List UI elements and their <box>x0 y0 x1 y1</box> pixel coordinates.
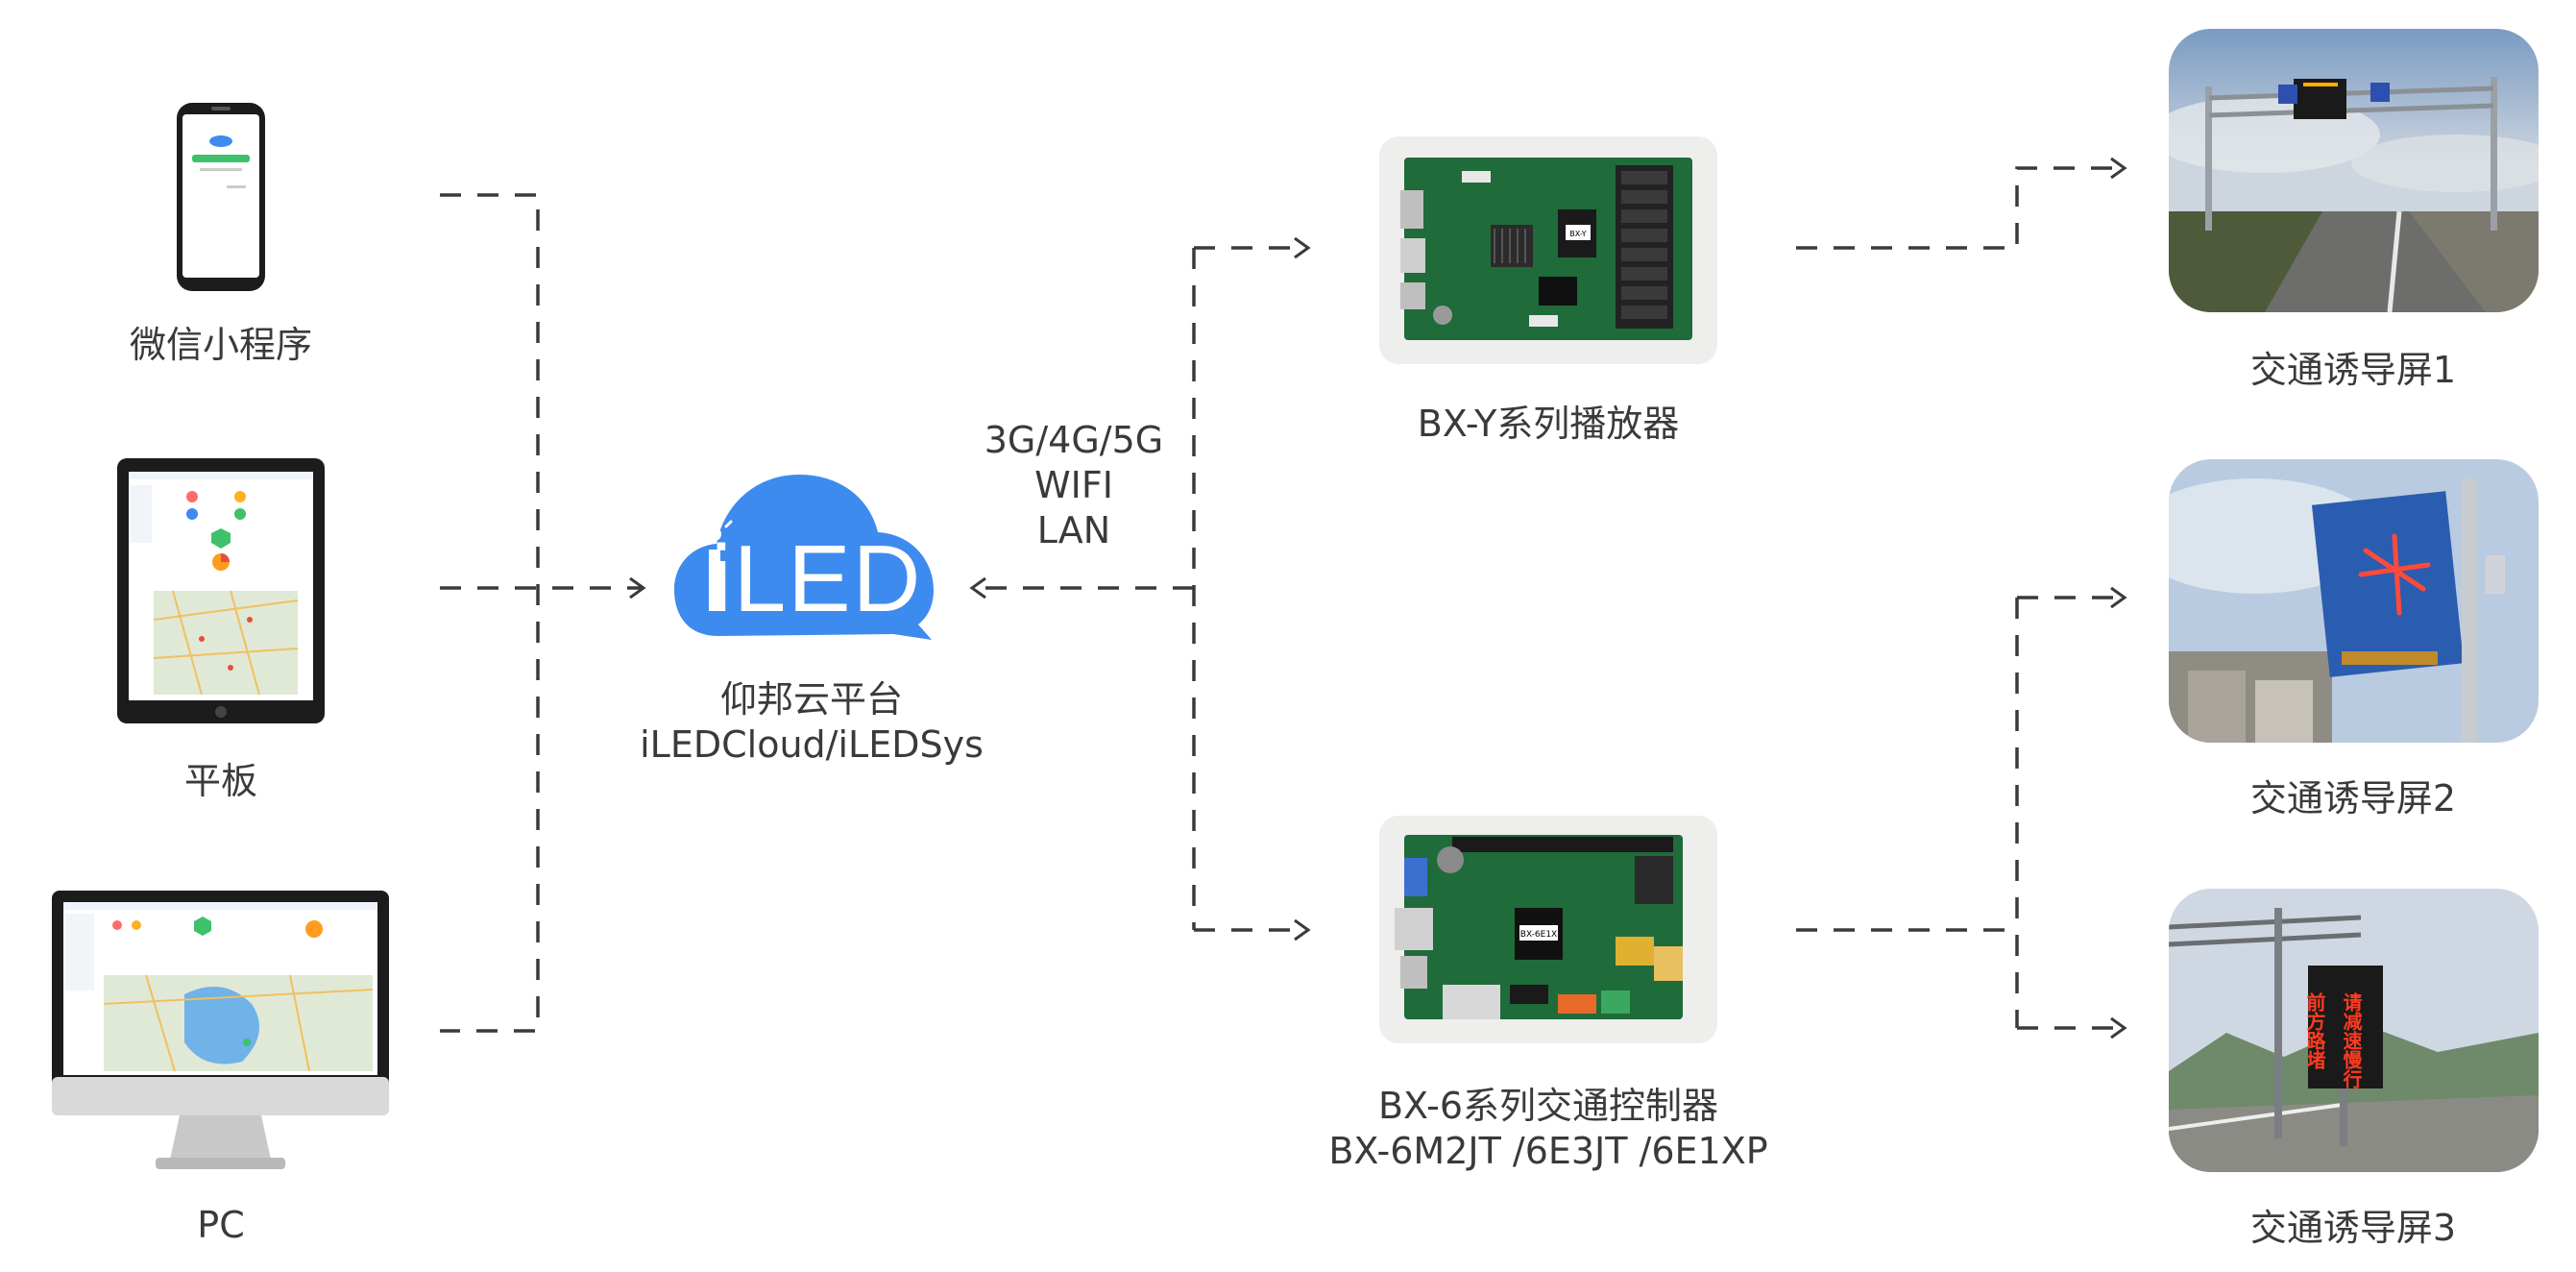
controller-bx-6-image: BX-6E1X <box>1375 812 1721 1047</box>
screen3-sign-col2: 请减速慢行 <box>2340 991 2363 1089</box>
client-pc <box>50 889 391 1177</box>
client-tablet-label: 平板 <box>183 760 258 802</box>
cloud-icon: iLED <box>674 475 934 640</box>
network-label-line2: WIFI <box>1034 464 1113 506</box>
client-tablet <box>115 456 327 725</box>
screen1-photo <box>2169 29 2539 312</box>
client-phone-label: 微信小程序 <box>129 324 313 366</box>
phone-icon <box>177 103 265 291</box>
screen2-label: 交通诱导屏2 <box>2249 777 2457 819</box>
controller-bx-6-label-line2: BX-6M2JT /6E3JT /6E1XP <box>1328 1130 1768 1172</box>
controller-bx-y-board-text: BX-Y <box>1569 230 1587 238</box>
cloud-label-line1: 仰邦云平台 <box>719 678 904 721</box>
screen3-sign-col1: 前方路堵 <box>2303 991 2326 1070</box>
client-pc-label: PC <box>197 1204 245 1246</box>
network-label-line1: 3G/4G/5G <box>984 419 1164 461</box>
cloud-label-line2: iLEDCloud/iLEDSys <box>640 723 984 766</box>
controller-bx-6-label-line1: BX-6系列交通控制器 <box>1377 1085 1719 1127</box>
controller-bx-6-board-text: BX-6E1X <box>1520 930 1557 940</box>
line-bx-y-to-screen1 <box>1796 157 2127 250</box>
tablet-icon <box>117 458 325 723</box>
network-label-line3: LAN <box>1036 509 1111 551</box>
client-phone <box>173 101 269 293</box>
screen3-photo: 前方路堵 请减速慢行 <box>2169 889 2539 1172</box>
monitor-icon <box>52 891 389 1169</box>
screen3-label: 交通诱导屏3 <box>2249 1207 2457 1249</box>
screen2-photo <box>2169 459 2539 743</box>
controller-bx-y-image: BX-Y <box>1375 133 1721 368</box>
cloud-logo: iLED <box>672 471 941 644</box>
screen1-label: 交通诱导屏1 <box>2249 349 2457 391</box>
controller-bx-y-label: BX-Y系列播放器 <box>1417 403 1680 445</box>
cloud-logo-text: iLED <box>711 526 922 631</box>
line-phone <box>440 193 540 1033</box>
